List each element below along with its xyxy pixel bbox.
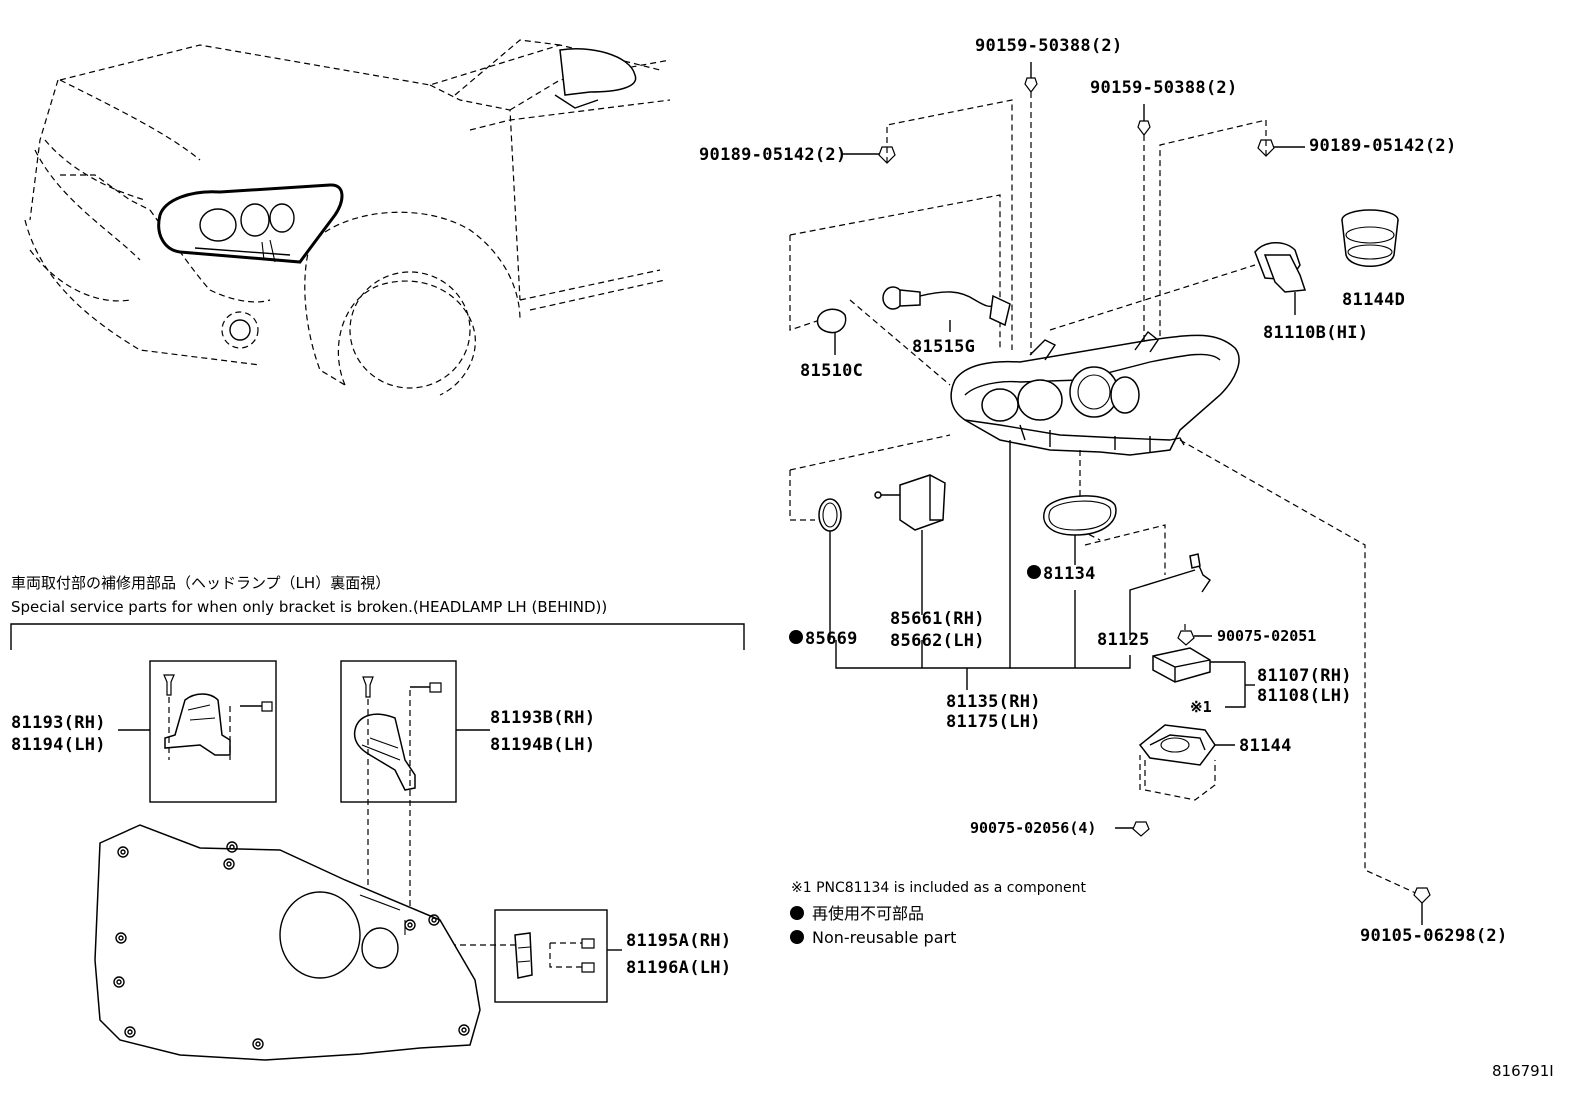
- callout-81125: 81125: [1097, 630, 1150, 650]
- part-81515G-socket: [882, 286, 1011, 332]
- car-front-illustration: [24, 39, 671, 396]
- callout-81195A: 81195A(RH): [626, 931, 731, 951]
- callout-81194: 81194(LH): [11, 735, 106, 755]
- legend-dot-en: [790, 930, 804, 944]
- bolt-90189-b: [1257, 139, 1305, 157]
- callouts-service: 81193(RH) 81194(LH) 81193B(RH) 81194B(LH…: [11, 708, 731, 978]
- callout-85669: 85669: [805, 629, 858, 649]
- callout-90159-50388-b: 90159-50388(2): [1090, 78, 1238, 98]
- callout-81515G: 81515G: [912, 337, 975, 357]
- callout-81193B: 81193B(RH): [490, 708, 595, 728]
- bolt-90075-02051: [1177, 630, 1212, 646]
- part-81193B-bracket: [353, 676, 442, 791]
- part-85661-motor: [874, 474, 946, 615]
- callout-81193: 81193(RH): [11, 713, 106, 733]
- callout-81194B: 81194B(LH): [490, 735, 595, 755]
- callout-ref-mark: ※1: [1190, 698, 1212, 716]
- part-81195A-bracket: [514, 932, 595, 979]
- callout-81107: 81107(RH): [1257, 666, 1352, 686]
- bolt-90075-02056: [1115, 821, 1150, 837]
- section-bracket: [10, 623, 745, 650]
- section-title-ja: 車両取付部の補修用部品（ヘッドランプ（LH）裏面視）: [11, 574, 390, 592]
- callout-90159-50388-a: 90159-50388(2): [975, 36, 1123, 56]
- diagram-id: 816791I: [1492, 1062, 1554, 1080]
- callouts-exploded: 90159-50388(2) 90159-50388(2) 90189-0514…: [699, 36, 1508, 946]
- section-title-en: Special service parts for when only brac…: [11, 598, 607, 616]
- bracket-box-81193B: [340, 660, 457, 803]
- part-81193-bracket: [163, 674, 273, 756]
- callout-90189-05142-a: 90189-05142(2): [699, 145, 847, 165]
- headlamp-assembly: [950, 330, 1240, 456]
- headlamp-back-housing: [94, 824, 481, 1061]
- footnote: ※1 PNC81134 is included as a component: [791, 880, 1087, 896]
- service-parts-section: 車両取付部の補修用部品（ヘッドランプ（LH）裏面視） Special servi…: [10, 574, 745, 1061]
- legend-non-reusable-en: Non-reusable part: [812, 928, 956, 947]
- callout-81196A: 81196A(LH): [626, 958, 731, 978]
- callout-90075-02051: 90075-02051: [1217, 627, 1316, 645]
- callout-85662: 85662(LH): [890, 631, 985, 651]
- part-81125-wiring: [1129, 553, 1211, 640]
- part-81144-igniter: [1138, 724, 1235, 801]
- callout-81135: 81135(RH): [946, 692, 1041, 712]
- callout-81175: 81175(LH): [946, 712, 1041, 732]
- non-reusable-dot-81134: [1027, 565, 1041, 579]
- callout-81108: 81108(LH): [1257, 686, 1352, 706]
- part-81144D: [1341, 209, 1399, 267]
- bolt-90159-b: [1137, 104, 1151, 136]
- part-81510C-bulb: [816, 308, 847, 355]
- callout-90189-05142-b: 90189-05142(2): [1309, 136, 1457, 156]
- part-81134-gasket: [1043, 495, 1117, 565]
- callout-90105-06298: 90105-06298(2): [1360, 926, 1508, 946]
- part-81110B-bulb: [1254, 242, 1307, 315]
- bracket-box-81195A: [494, 909, 608, 1003]
- part-81107-ballast: [1152, 647, 1245, 683]
- callout-90075-02056: 90075-02056(4): [970, 819, 1096, 837]
- callout-81510C: 81510C: [800, 361, 863, 381]
- legend: ※1 PNC81134 is included as a component 再…: [790, 880, 1087, 947]
- part-85669-ring: [818, 498, 842, 640]
- callout-81144D: 81144D: [1342, 290, 1405, 310]
- bolt-90159-a: [1024, 62, 1038, 93]
- callout-85661: 85661(RH): [890, 609, 985, 629]
- non-reusable-dot-85669: [789, 630, 803, 644]
- bolt-90189-a: [842, 146, 896, 164]
- callout-81134: 81134: [1043, 564, 1096, 584]
- exploded-view: [789, 62, 1431, 925]
- bolt-90105-06298: [1413, 887, 1431, 925]
- callout-81144: 81144: [1239, 736, 1292, 756]
- bracket-box-81193: [149, 660, 277, 803]
- callout-81110B: 81110B(HI): [1263, 323, 1368, 343]
- legend-non-reusable-ja: 再使用不可部品: [812, 904, 924, 923]
- legend-dot-ja: [790, 906, 804, 920]
